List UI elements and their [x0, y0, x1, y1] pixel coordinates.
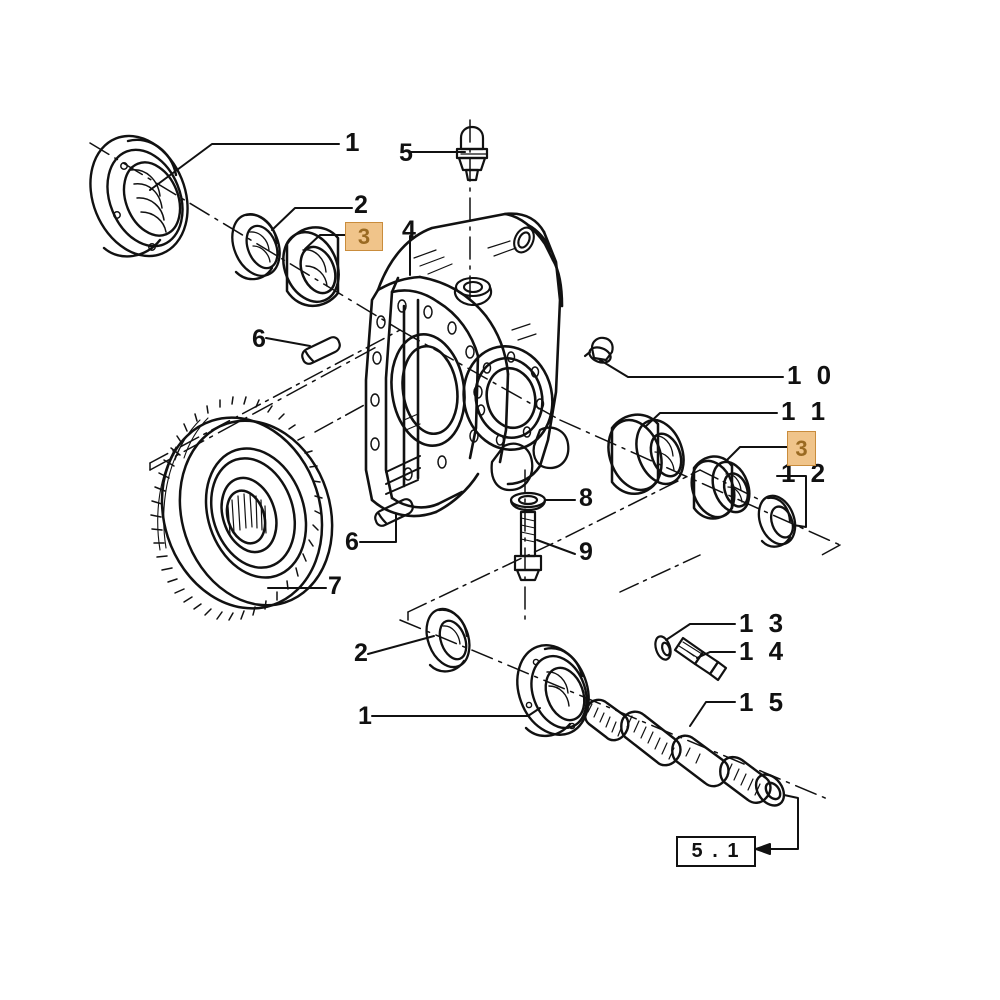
callout-5: 5 — [399, 139, 413, 167]
callout-6-upper: 6 — [252, 325, 266, 353]
callout-2-top: 2 — [354, 191, 368, 219]
callout-12: 1 2 — [781, 458, 830, 488]
callout-8: 8 — [579, 484, 593, 512]
callout-14: 1 4 — [739, 636, 788, 666]
callout-9: 9 — [579, 538, 593, 566]
callout-11: 1 1 — [781, 396, 830, 426]
callout-7: 7 — [328, 572, 342, 600]
callout-13: 1 3 — [739, 608, 788, 638]
callout-10: 1 0 — [787, 360, 836, 390]
callout-2-lower: 2 — [354, 639, 368, 667]
boxed-reference-5-1[interactable]: 5 . 1 — [676, 836, 756, 867]
callout-1-lower: 1 — [358, 702, 372, 730]
highlight-callout-3-right[interactable]: 3 — [787, 431, 816, 466]
callout-15: 1 5 — [739, 687, 788, 717]
highlight-callout-3-top[interactable]: 3 — [345, 222, 383, 251]
callout-6-lower: 6 — [345, 528, 359, 556]
callout-4: 4 — [402, 216, 416, 244]
callout-1-top: 1 — [345, 127, 360, 157]
